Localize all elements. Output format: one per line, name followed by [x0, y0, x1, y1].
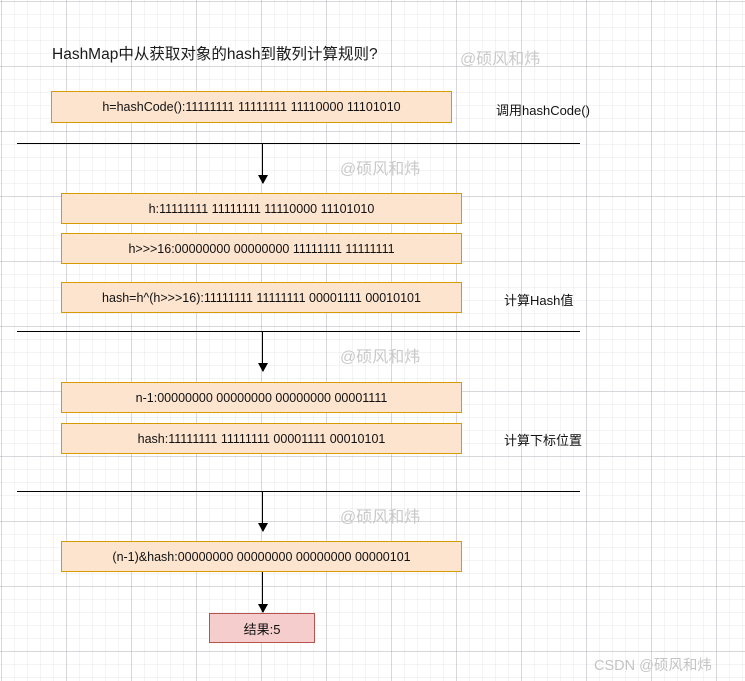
step-box-and-result: (n-1)&hash:00000000 00000000 00000000 00…: [61, 541, 462, 572]
arrow-head-icon: [257, 604, 268, 613]
arrow-shaft: [262, 491, 263, 531]
section-divider-1: [17, 143, 580, 144]
step-caption-index-position: 计算下标位置: [504, 433, 583, 448]
arrow-shaft: [262, 572, 263, 612]
result-box: 结果:5: [209, 613, 315, 643]
flow-arrow-1: [257, 143, 268, 184]
step-box-h-shift: h>>>16:00000000 00000000 11111111 111111…: [61, 233, 462, 264]
arrow-head-icon: [257, 523, 268, 532]
step-caption-hashcode: 调用hashCode(): [496, 103, 590, 118]
step-caption-hash-value: 计算Hash值: [504, 293, 574, 308]
credit-watermark: CSDN @硕风和炜: [594, 658, 712, 674]
arrow-head-icon: [257, 175, 268, 184]
flow-arrow-3: [257, 491, 268, 532]
step-box-hash-xor: hash=h^(h>>>16):11111111 11111111 000011…: [61, 282, 462, 313]
section-divider-3: [17, 491, 580, 492]
step-box-n-minus-1: n-1:00000000 00000000 00000000 00001111: [61, 382, 462, 413]
watermark: @硕风和炜: [340, 349, 421, 366]
step-box-h-value: h:11111111 11111111 11110000 11101010: [61, 193, 462, 224]
arrow-shaft: [262, 143, 263, 183]
step-box-hash-value: hash:11111111 11111111 00001111 00010101: [61, 423, 462, 454]
watermark: @硕风和炜: [340, 509, 421, 526]
flow-arrow-2: [257, 331, 268, 372]
arrow-head-icon: [257, 363, 268, 372]
watermark: @硕风和炜: [340, 161, 421, 178]
arrow-shaft: [262, 331, 263, 371]
flow-arrow-4: [257, 572, 268, 613]
step-box-hashcode: h=hashCode():11111111 11111111 11110000 …: [51, 91, 452, 123]
section-divider-2: [17, 331, 580, 332]
page-title: HashMap中从获取对象的hash到散列计算规则?: [52, 46, 378, 63]
watermark: @硕风和炜: [460, 51, 541, 68]
